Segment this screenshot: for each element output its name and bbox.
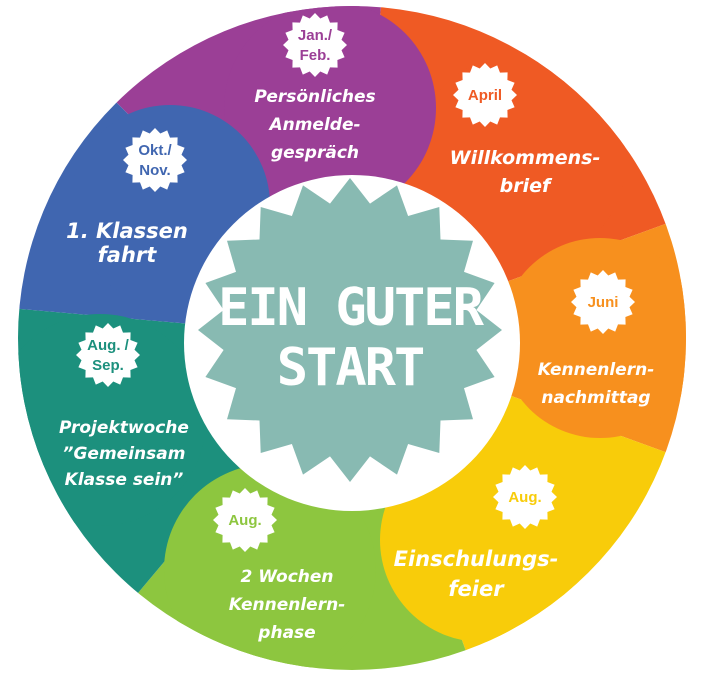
step-label-line: gespräch	[271, 143, 359, 163]
step-label-line: nachmittag	[541, 388, 650, 408]
badge-starburst-icon	[213, 488, 277, 552]
title-line-1: EIN GUTER	[218, 278, 484, 338]
month-text: April	[468, 87, 502, 104]
step-label-einschulungsfeier: Einschulungs-feier	[394, 547, 559, 601]
badge-starburst-icon	[571, 270, 635, 334]
month-badge-kennenlernphase: Aug.	[213, 488, 277, 552]
step-label-willkommensbrief: Willkommens-brief	[450, 147, 601, 197]
step-label-line: Kennenlern-	[538, 360, 655, 380]
step-label-line: feier	[448, 577, 505, 601]
badge-starburst-icon	[76, 323, 140, 387]
month-badge-anmeldegespraech: Jan./ Feb.	[283, 13, 347, 77]
step-label-line: fahrt	[98, 243, 158, 267]
month-text: Nov.	[139, 162, 170, 179]
step-label-line: 2 Wochen	[240, 567, 333, 587]
step-label-kennenlernnachmittag: Kennenlern-nachmittag	[538, 360, 655, 408]
step-label-line: Willkommens-	[450, 147, 601, 169]
step-label-line: brief	[500, 175, 553, 197]
month-text: Jan./	[298, 27, 333, 44]
month-text: Aug. /	[87, 337, 129, 354]
step-label-line: ”Gemeinsam	[63, 444, 186, 464]
month-text: Aug.	[228, 512, 261, 529]
step-label-line: Projektwoche	[59, 418, 189, 438]
step-label-line: Einschulungs-	[394, 547, 559, 571]
month-text: Sep.	[92, 357, 124, 374]
step-label-line: Persönliches	[254, 87, 375, 107]
badge-starburst-icon	[283, 13, 347, 77]
month-text: Aug.	[508, 489, 541, 506]
segment-blob-kennenlernnachmittag	[500, 238, 686, 438]
center-starburst	[198, 178, 502, 482]
month-badge-projektwoche: Aug. / Sep.	[76, 323, 140, 387]
step-label-line: phase	[257, 623, 315, 643]
month-text: Juni	[588, 294, 619, 311]
month-text: Feb.	[300, 47, 331, 64]
month-text: Okt./	[138, 142, 172, 159]
month-badge-klassenfahrt: Okt./ Nov.	[123, 128, 187, 192]
month-badge-kennenlernnachmittag: Juni	[571, 270, 635, 334]
title-line-2: START	[277, 338, 424, 398]
badge-starburst-icon	[123, 128, 187, 192]
badge-starburst-icon	[493, 465, 557, 529]
step-label-line: Kennenlern-	[229, 595, 346, 615]
step-label-line: 1. Klassen	[66, 219, 188, 243]
month-badge-willkommensbrief: April	[453, 63, 517, 127]
badge-starburst-icon	[453, 63, 517, 127]
step-label-line: Klasse sein”	[65, 470, 184, 490]
segment-blob-projektwoche	[18, 314, 206, 526]
segment-blob-anmeldegespraech	[224, 6, 436, 214]
month-badge-einschulungsfeier: Aug.	[493, 465, 557, 529]
step-label-line: Anmelde-	[267, 115, 360, 135]
